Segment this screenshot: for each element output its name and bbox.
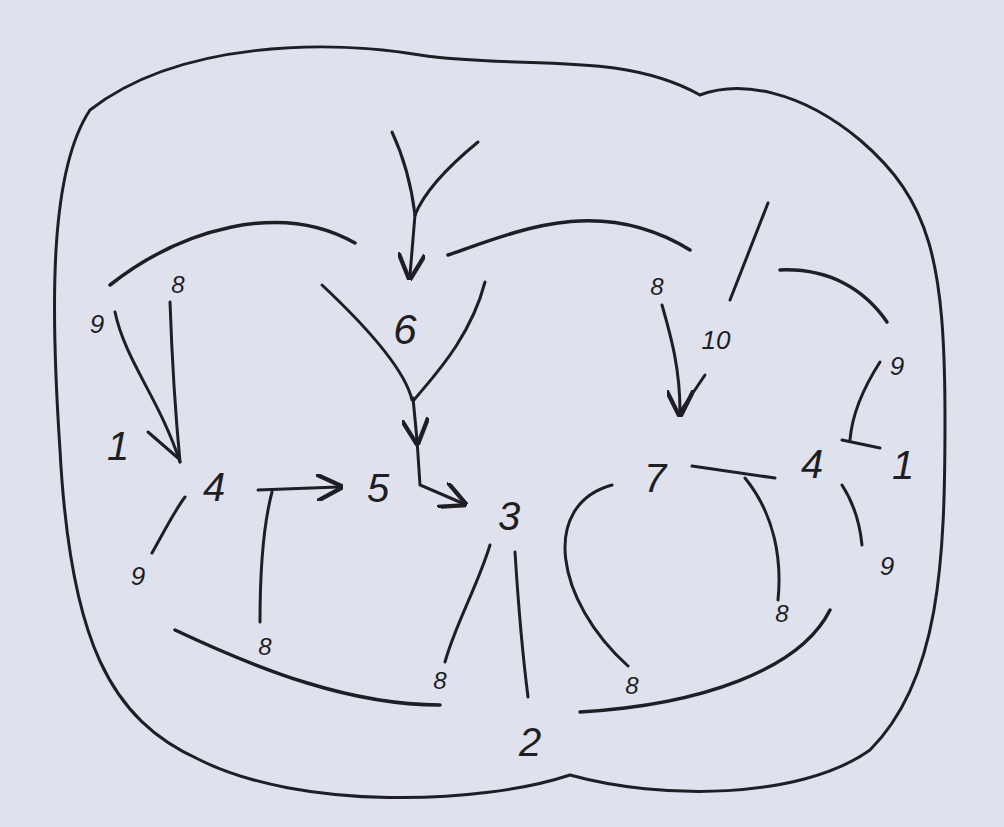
callout-number: 8 xyxy=(650,275,663,299)
callout-number: 2 xyxy=(519,722,541,762)
callout-number: 8 xyxy=(171,273,184,297)
callout-number: 8 xyxy=(258,635,271,659)
callout-number: 7 xyxy=(644,458,666,498)
tooth-outline xyxy=(54,47,945,798)
callout-number: 9 xyxy=(131,563,145,589)
callout-number: 8 xyxy=(433,669,446,693)
callout-number: 9 xyxy=(90,311,104,337)
callout-number: 6 xyxy=(393,309,416,351)
callout-number: 4 xyxy=(801,444,823,484)
callout-number: 8 xyxy=(775,602,788,626)
callout-number: 9 xyxy=(890,353,904,379)
callout-number: 3 xyxy=(498,496,520,536)
callout-number: 8 xyxy=(625,674,638,698)
callout-number: 9 xyxy=(880,553,894,579)
callout-number: 10 xyxy=(702,327,731,353)
callout-number: 4 xyxy=(203,467,225,507)
callout-number: 5 xyxy=(367,468,389,508)
callout-number: 1 xyxy=(892,445,914,485)
callout-number: 1 xyxy=(107,426,129,466)
